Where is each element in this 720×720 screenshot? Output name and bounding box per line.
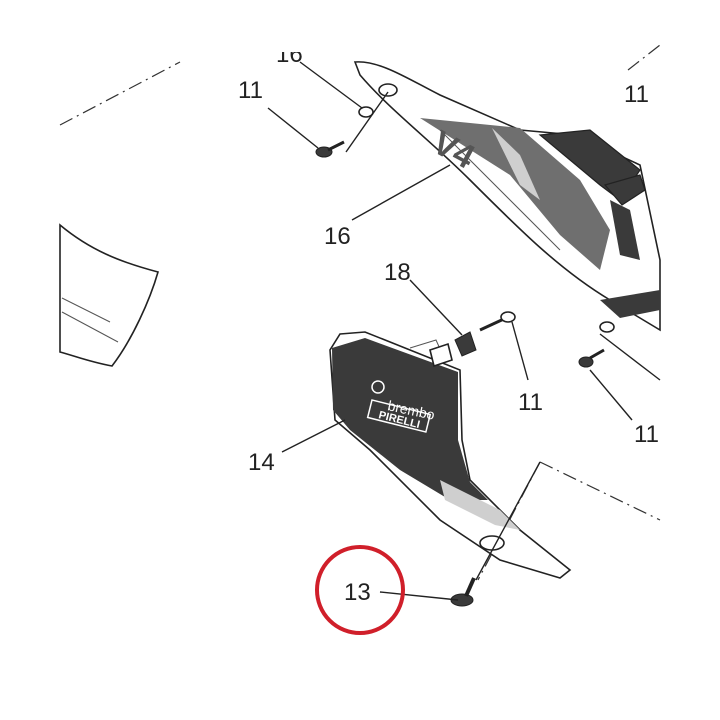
callout-11-top-left: 11	[238, 77, 263, 104]
callout-13: 13	[344, 579, 371, 606]
side-panel-part-14: brembo PIRELLI	[329, 331, 572, 579]
callout-16: 16	[324, 223, 351, 250]
callout-11-mid: 11	[518, 389, 543, 416]
screw-part-13	[450, 577, 476, 607]
callout-labels: 11 16 11 16 18 11 11 14 13	[238, 41, 659, 606]
center-lines	[59, 44, 661, 581]
screw-right	[578, 321, 615, 368]
callout-11-top-right: 11	[624, 81, 649, 108]
callout-14: 14	[248, 449, 275, 476]
highlight-ring	[315, 545, 405, 635]
callout-18: 18	[384, 259, 411, 286]
callout-11-right: 11	[634, 421, 659, 448]
screw-mid	[454, 311, 516, 357]
screw-upper-left	[315, 106, 374, 158]
leader-lines	[267, 61, 661, 601]
tail-fairing-part-16: V4	[353, 61, 661, 332]
left-panel-outline	[59, 223, 159, 367]
